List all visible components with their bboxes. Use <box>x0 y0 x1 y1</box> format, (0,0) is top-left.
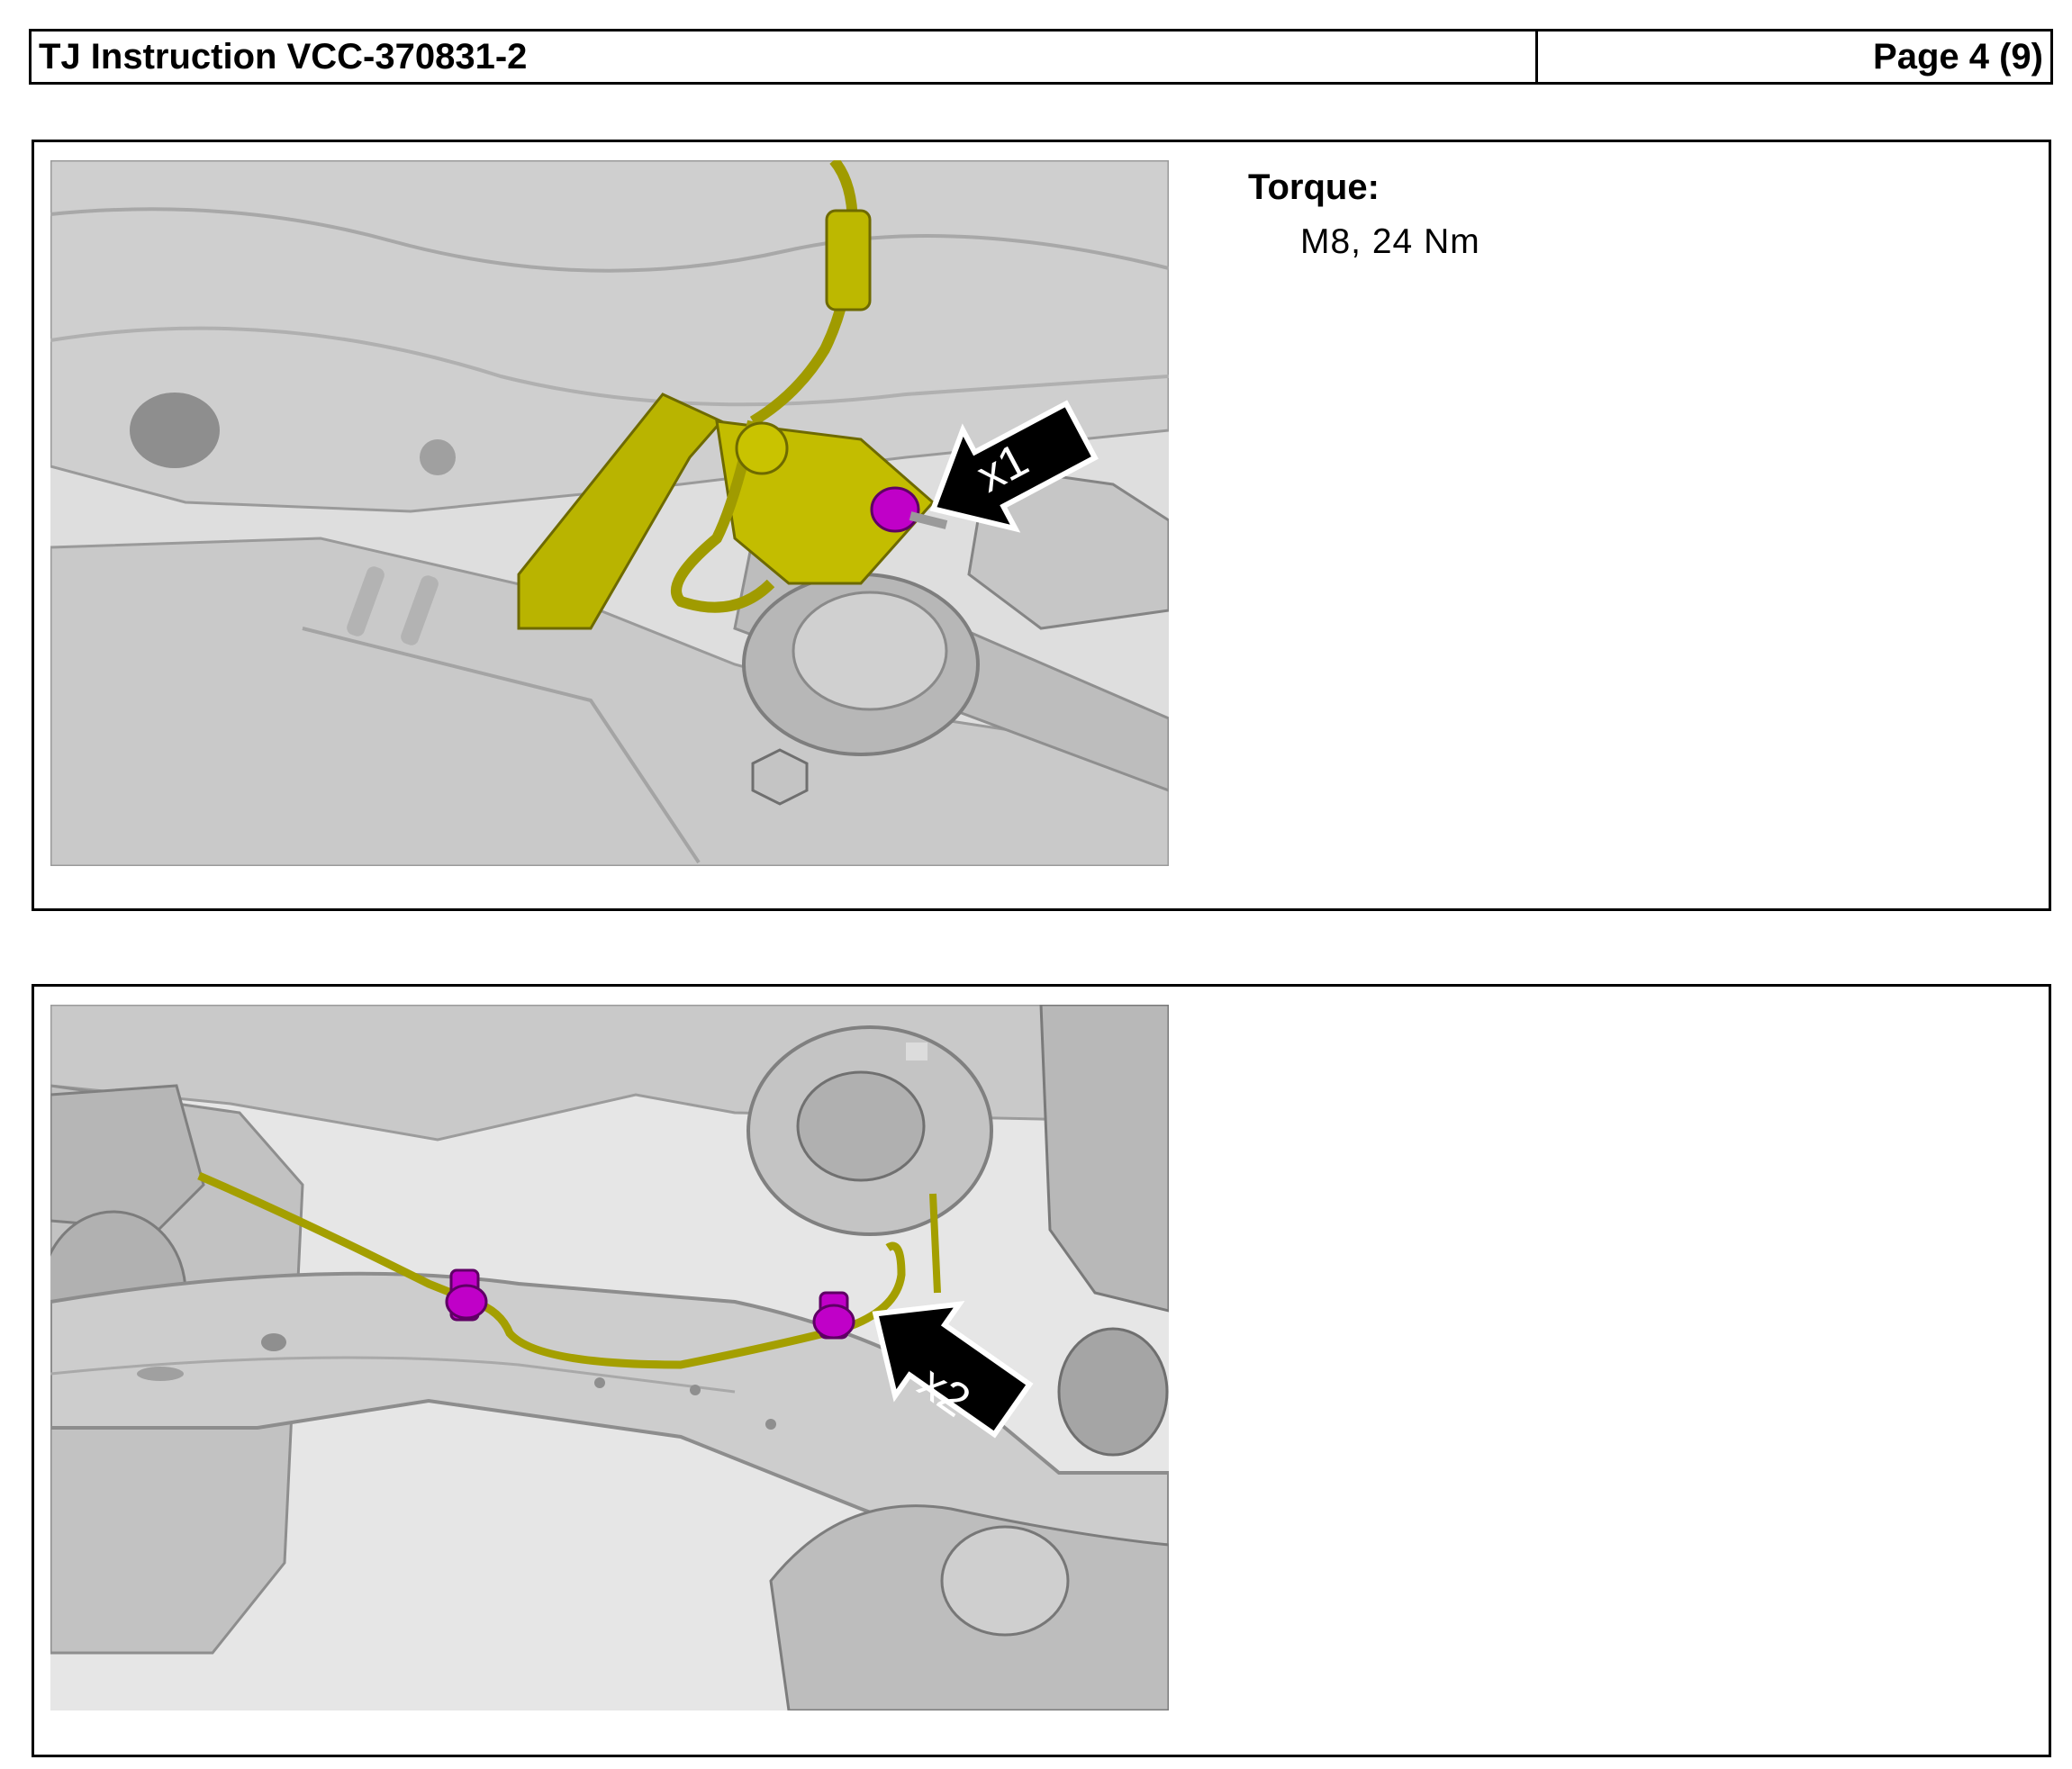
torque-notes: Torque: M8, 24 Nm <box>1248 167 1480 262</box>
torque-value: M8, 24 Nm <box>1300 222 1480 261</box>
step-1-box: x1 Torque: M8, 24 Nm <box>32 140 2051 911</box>
torque-label: Torque: <box>1248 167 1380 207</box>
document-title: TJ Instruction VCC-370831-2 <box>32 32 1538 82</box>
page-number: Page 4 (9) <box>1873 36 2043 77</box>
document-header: TJ Instruction VCC-370831-2 Page 4 (9) <box>29 29 2053 85</box>
brake-line-bracket-bolt-illustration: x1 <box>50 160 1169 866</box>
brake-line-clips-illustration: x2 <box>50 1005 1169 1710</box>
step-2-box: x2 <box>32 984 2051 1757</box>
